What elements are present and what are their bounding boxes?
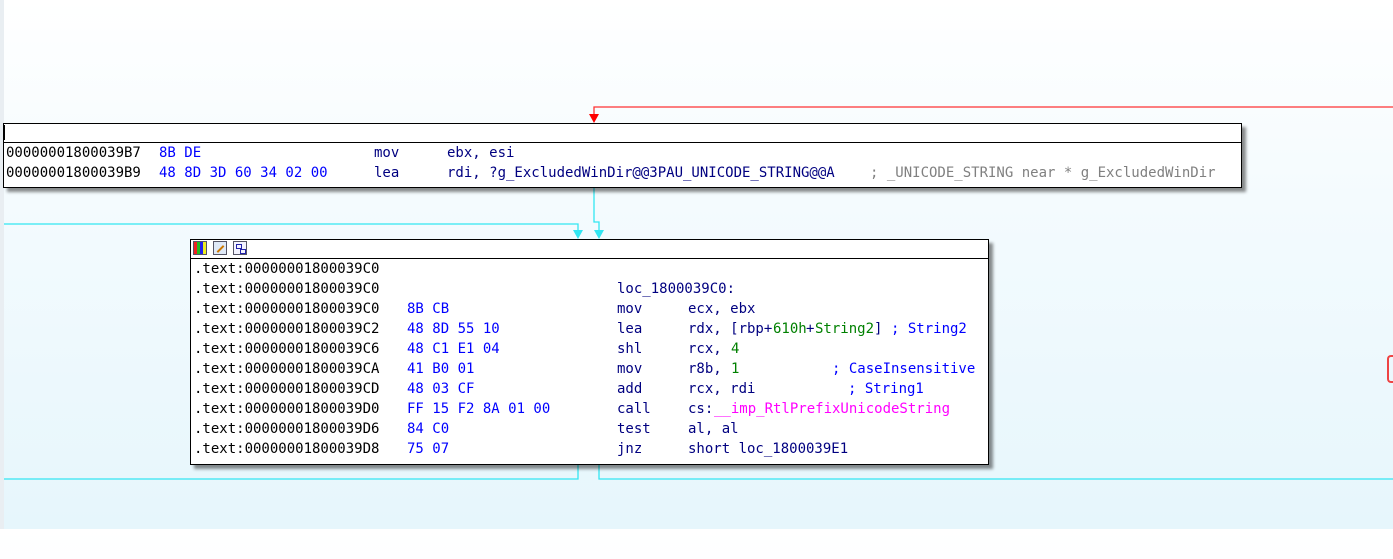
edit-color-icon[interactable] [213,241,227,255]
mnemonic: add [617,381,643,397]
instruction-row[interactable]: .text:00000001800039C0 8B CB mov ecx, eb… [191,299,988,319]
jump-target[interactable]: short loc_1800039E1 [688,441,849,457]
instruction-row[interactable]: .text:00000001800039D0 FF 15 F2 8A 01 00… [191,399,988,419]
operand-prefix: rdx, [rbp+ [688,321,773,337]
edge-cyan-back-loop [4,223,583,239]
edge-cyan-fallthrough [593,188,604,239]
address: .text:00000001800039C0 [194,281,380,297]
address-row: .text:00000001800039C0 [191,259,988,279]
location-label[interactable]: loc_1800039C0: [617,281,736,297]
address: 00000001800039B7 [6,145,141,161]
operand-number: 1 [731,361,740,377]
opcode-bytes: 48 8D 3D 60 34 02 00 [159,165,328,181]
opcode-bytes: 8B DE [159,145,202,161]
address: .text:00000001800039C6 [194,341,380,357]
comment: ; _UNICODE_STRING near * g_ExcludedWinDi… [870,165,1216,181]
address: .text:00000001800039C0 [194,261,380,277]
opcode-bytes: 8B CB [407,301,450,317]
opcode-bytes: 48 8D 55 10 [407,321,500,337]
mnemonic: mov [617,361,643,377]
header-handle-icon [4,125,7,140]
mnemonic: jnz [617,441,643,457]
edge-red-incoming [589,106,1393,123]
edge-cyan-outgoing-left [4,464,579,480]
operand-number: 610h [773,321,807,337]
mnemonic: lea [374,165,400,181]
address: .text:00000001800039D0 [194,401,380,417]
operand-segment: cs: [688,401,714,417]
instruction-row[interactable]: .text:00000001800039C2 48 8D 55 10 lea r… [191,319,988,339]
block-header [191,240,988,259]
opcode-bytes: 48 C1 E1 04 [407,341,500,357]
offscreen-block-marker [1387,355,1393,383]
address: .text:00000001800039C2 [194,321,380,337]
instruction-row[interactable]: 00000001800039B9 48 8D 3D 60 34 02 00 le… [4,163,1241,183]
operand-plus: + [806,321,815,337]
operand-number: 4 [731,341,740,357]
instruction-row[interactable]: .text:00000001800039CD 48 03 CF add rcx,… [191,379,988,399]
operands: rcx, rdi [688,381,756,397]
left-panel-edge [0,0,4,529]
opcode-bytes: 41 B0 01 [407,361,475,377]
opcode-bytes: FF 15 F2 8A 01 00 [407,401,551,417]
instruction-row[interactable]: .text:00000001800039D8 75 07 jnz short l… [191,439,988,459]
mnemonic: shl [617,341,643,357]
block-header [4,124,1241,143]
graph-edges [4,106,1393,480]
mnemonic: mov [617,301,643,317]
operands: al, al [688,421,739,437]
address: .text:00000001800039CD [194,381,380,397]
arrowhead-cyan-right [594,230,604,239]
mnemonic: call [617,401,651,417]
operands: ecx, ebx [688,301,756,317]
code-block-main[interactable]: .text:00000001800039C0 .text:00000001800… [190,239,989,465]
opcode-bytes: 48 03 CF [407,381,475,397]
opcode-bytes: 84 C0 [407,421,450,437]
address: .text:00000001800039D8 [194,441,380,457]
arrowhead-red [589,114,599,123]
code-block-top[interactable]: 00000001800039B7 8B DE mov ebx, esi 0000… [3,123,1242,188]
address: .text:00000001800039D6 [194,421,380,437]
comment: ; CaseInsensitive [832,361,976,377]
address: 00000001800039B9 [6,165,141,181]
mnemonic: test [617,421,651,437]
edge-cyan-outgoing-right [598,464,1393,480]
operand-register: r8b, [688,361,731,377]
operand-symbol[interactable]: String2 [815,321,875,337]
opcode-bytes: 75 07 [407,441,450,457]
operand-register: rcx, [688,341,731,357]
operand-suffix: ] [874,321,883,337]
address: .text:00000001800039C0 [194,301,380,317]
arrowhead-cyan-left [573,230,583,239]
mnemonic: lea [617,321,643,337]
comment: ; String1 [848,381,924,397]
instruction-row[interactable]: .text:00000001800039CA 41 B0 01 mov r8b,… [191,359,988,379]
mnemonic: mov [374,145,400,161]
import-symbol[interactable]: __imp_RtlPrefixUnicodeString [714,401,951,417]
graph-view-icon[interactable] [233,241,247,255]
palette-icon[interactable] [193,241,207,255]
comment: ; String2 [891,321,967,337]
instruction-row[interactable]: 00000001800039B7 8B DE mov ebx, esi [4,143,1241,163]
instruction-row[interactable]: .text:00000001800039D6 84 C0 test al, al [191,419,988,439]
address: .text:00000001800039CA [194,361,380,377]
operands[interactable]: rdi, ?g_ExcludedWinDir@@3PAU_UNICODE_STR… [447,165,835,181]
instruction-row[interactable]: .text:00000001800039C6 48 C1 E1 04 shl r… [191,339,988,359]
operands: ebx, esi [447,145,515,161]
label-row[interactable]: .text:00000001800039C0 loc_1800039C0: [191,279,988,299]
